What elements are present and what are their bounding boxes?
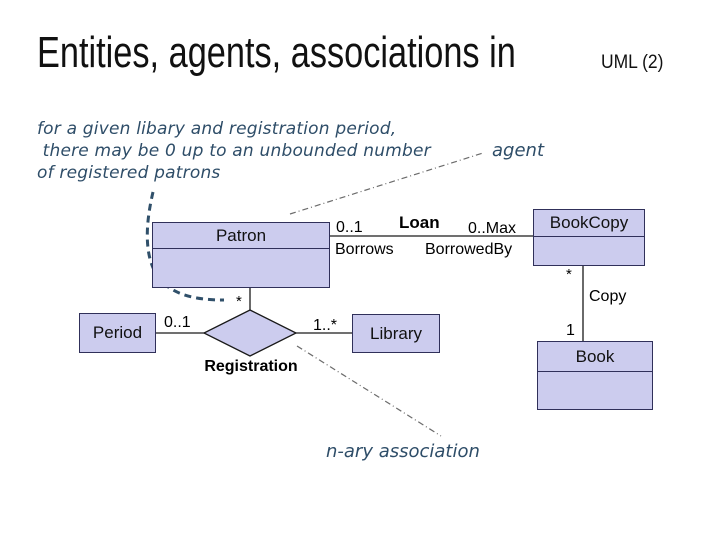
class-body-book bbox=[538, 372, 652, 409]
note-callout-arc bbox=[145, 191, 225, 302]
note-line-3: of registered patrons bbox=[37, 163, 221, 183]
note-line-2: there may be 0 up to an unbounded number bbox=[37, 141, 431, 161]
agent-callout-line bbox=[289, 152, 484, 215]
loan-bookcopy-multiplicity: 0..Max bbox=[468, 220, 517, 237]
class-box-book[interactable]: Book bbox=[537, 341, 653, 410]
class-title-book: Book bbox=[538, 342, 652, 372]
copy-bookcopy-multiplicity: * bbox=[566, 266, 572, 283]
handwritten-note: for a given libary and registration peri… bbox=[37, 118, 431, 184]
copy-association-name: Copy bbox=[589, 288, 627, 305]
class-box-patron[interactable]: Patron bbox=[152, 222, 330, 288]
loan-patron-role: Borrows bbox=[335, 241, 394, 258]
title-suffix: UML (2) bbox=[601, 52, 664, 73]
class-title-bookcopy: BookCopy bbox=[534, 210, 644, 237]
registration-period-multiplicity: 0..1 bbox=[164, 314, 191, 331]
registration-library-multiplicity: 1..* bbox=[313, 317, 338, 334]
class-box-library[interactable]: Library bbox=[352, 314, 440, 353]
class-title-patron: Patron bbox=[153, 223, 329, 249]
class-box-period[interactable]: Period bbox=[79, 313, 156, 353]
nary-callout-line bbox=[296, 345, 442, 437]
copy-book-multiplicity: 1 bbox=[566, 322, 575, 339]
registration-patron-multiplicity: * bbox=[236, 293, 242, 310]
note-line-1: for a given libary and registration peri… bbox=[37, 119, 397, 139]
page-title: Entities, agents, associations in bbox=[37, 28, 651, 77]
registration-diamond bbox=[202, 309, 298, 357]
class-body-patron bbox=[153, 249, 329, 287]
registration-association-name: Registration bbox=[204, 358, 298, 375]
loan-patron-multiplicity: 0..1 bbox=[336, 219, 363, 236]
class-body-bookcopy bbox=[534, 237, 644, 265]
loan-bookcopy-role: BorrowedBy bbox=[425, 241, 513, 258]
loan-association-name: Loan bbox=[399, 213, 440, 232]
class-box-bookcopy[interactable]: BookCopy bbox=[533, 209, 645, 266]
title-main: Entities, agents, associations in bbox=[37, 28, 516, 77]
nary-association-annotation: n-ary association bbox=[326, 441, 480, 462]
agent-annotation: agent bbox=[492, 140, 544, 161]
